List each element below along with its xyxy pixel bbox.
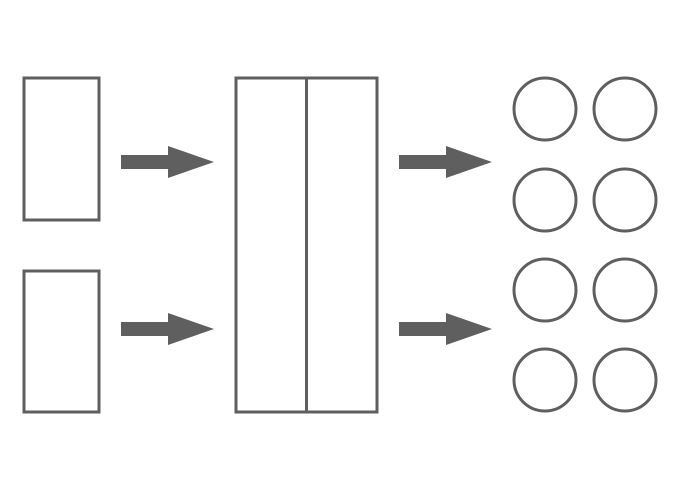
arrow-input-top [121, 146, 214, 178]
center-block [234, 76, 379, 414]
input-box-top [22, 76, 101, 222]
input-box-bottom [22, 269, 101, 414]
arrow-output-upper [399, 146, 492, 178]
output-circle [512, 347, 578, 413]
arrow-output-lower [399, 313, 492, 345]
arrow-input-bottom [121, 313, 214, 345]
output-circle-grid [512, 76, 658, 413]
output-circle [512, 76, 578, 142]
output-circle [592, 76, 658, 142]
output-circle [512, 167, 578, 233]
output-circle [512, 257, 578, 323]
output-circle [592, 347, 658, 413]
output-circle [592, 257, 658, 323]
output-circle [592, 167, 658, 233]
